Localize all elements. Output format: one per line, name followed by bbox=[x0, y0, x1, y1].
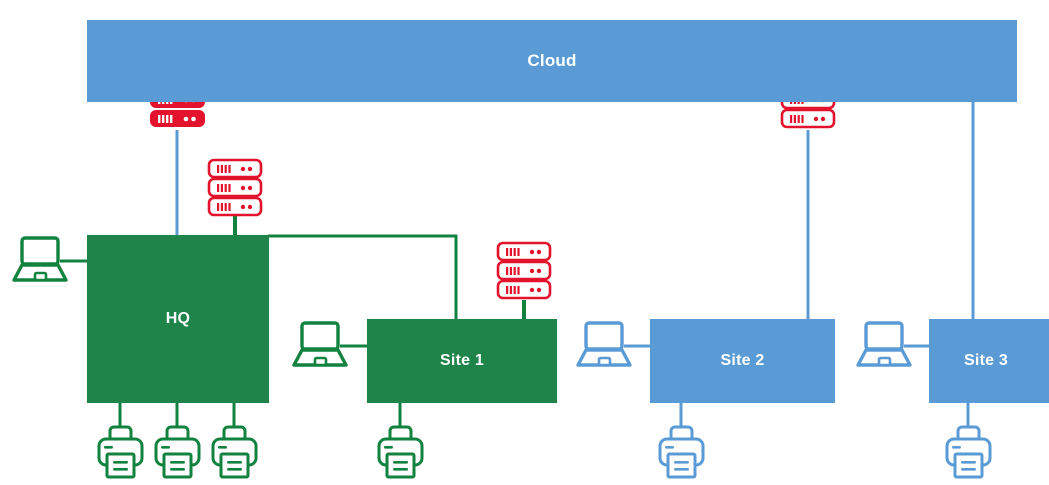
site3-label: Site 3 bbox=[964, 352, 1008, 369]
site3-node[interactable]: Site 3 bbox=[929, 319, 1049, 403]
site2-label: Site 2 bbox=[720, 352, 765, 369]
site1-label: Site 1 bbox=[440, 352, 484, 369]
cloud-node[interactable]: Cloud bbox=[87, 20, 1017, 102]
hq-printer-1-icon[interactable] bbox=[97, 425, 144, 479]
site2-laptop-icon[interactable] bbox=[576, 321, 632, 367]
site1-node[interactable]: Site 1 bbox=[367, 319, 557, 403]
cloud-label: Cloud bbox=[527, 51, 577, 70]
site2-node[interactable]: Site 2 bbox=[650, 319, 835, 403]
hq-server-stack-icon[interactable] bbox=[207, 158, 263, 217]
site2-printer-1-icon[interactable] bbox=[658, 425, 705, 479]
hq-node[interactable]: HQ bbox=[87, 235, 269, 403]
site3-printer-1-icon[interactable] bbox=[945, 425, 992, 479]
site3-laptop-icon[interactable] bbox=[856, 321, 912, 367]
site1-laptop-icon[interactable] bbox=[292, 321, 348, 367]
hq-laptop-icon[interactable] bbox=[12, 236, 68, 282]
site1-printer-1-icon[interactable] bbox=[377, 425, 424, 479]
link-hq-to-site1 bbox=[268, 234, 458, 321]
site1-server-stack-icon[interactable] bbox=[496, 241, 552, 300]
hq-printer-3-icon[interactable] bbox=[211, 425, 258, 479]
hq-printer-2-icon[interactable] bbox=[154, 425, 201, 479]
hq-label: HQ bbox=[165, 310, 191, 327]
